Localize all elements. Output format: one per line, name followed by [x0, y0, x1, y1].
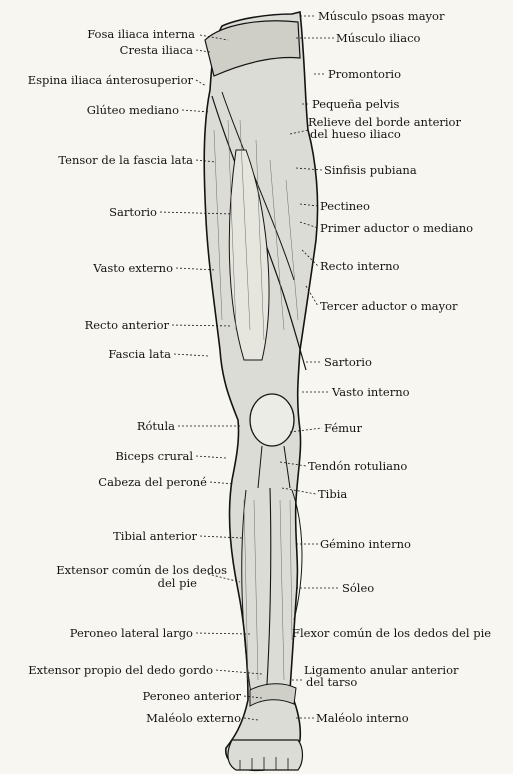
label-soleo: Sóleo	[342, 582, 374, 594]
label-espina-iliaca-anterosuperior: Espina iliaca ánterosuperior	[28, 74, 193, 86]
label-sinfisis-pubiana: Sinfisis pubiana	[324, 164, 417, 176]
label-maleolo-externo: Maléolo externo	[146, 712, 241, 724]
label-promontorio: Promontorio	[328, 68, 401, 80]
label-extensor-comun-dedos-2: del pie	[158, 577, 197, 589]
label-gemino-interno: Gémino interno	[320, 538, 411, 550]
label-pectineo: Pectineo	[320, 200, 370, 212]
label-maleolo-interno: Maléolo interno	[316, 712, 409, 724]
label-del-tarso: del tarso	[306, 676, 357, 688]
label-cresta-iliaca: Cresta iliaca	[120, 44, 193, 56]
label-extensor-propio-dedo-gordo: Extensor propio del dedo gordo	[28, 664, 213, 676]
label-cabeza-del-perone: Cabeza del peroné	[98, 476, 207, 488]
label-musculo-psoas-mayor: Músculo psoas mayor	[318, 10, 444, 22]
label-tensor-fascia-lata: Tensor de la fascia lata	[58, 154, 193, 166]
label-rotula: Rótula	[137, 420, 175, 432]
label-gluteo-mediano: Glúteo mediano	[87, 104, 179, 116]
label-pequena-pelvis: Pequeña pelvis	[312, 98, 399, 110]
label-biceps-crural: Biceps crural	[115, 450, 193, 462]
label-fascia-lata: Fascia lata	[108, 348, 171, 360]
label-extensor-comun-dedos: Extensor común de los dedos	[56, 564, 227, 576]
foot	[228, 740, 303, 770]
label-hueso-iliaco: del hueso iliaco	[310, 128, 401, 140]
patella	[250, 394, 294, 446]
label-fosa-iliaca-interna: Fosa iliaca interna	[87, 28, 195, 40]
label-vasto-externo: Vasto externo	[93, 262, 173, 274]
label-flexor-comun-dedos: Flexor común de los dedos del pie	[292, 627, 491, 639]
label-tendon-rotuliano: Tendón rotuliano	[308, 460, 407, 472]
label-femur: Fémur	[324, 422, 362, 434]
label-tibia: Tibia	[318, 488, 347, 500]
label-tibial-anterior: Tibial anterior	[113, 530, 197, 542]
label-recto-interno: Recto interno	[320, 260, 399, 272]
label-sartorio-left: Sartorio	[109, 206, 157, 218]
label-peroneo-lateral-largo: Peroneo lateral largo	[70, 627, 193, 639]
label-recto-anterior: Recto anterior	[85, 319, 169, 331]
label-vasto-interno: Vasto interno	[332, 386, 410, 398]
label-sartorio-right: Sartorio	[324, 356, 372, 368]
label-primer-aductor: Primer aductor o mediano	[320, 222, 473, 234]
label-musculo-iliaco: Músculo iliaco	[336, 32, 420, 44]
label-peroneo-anterior: Peroneo anterior	[142, 690, 241, 702]
leg-silhouette	[204, 12, 317, 770]
label-tercer-aductor: Tercer aductor o mayor	[320, 300, 458, 312]
